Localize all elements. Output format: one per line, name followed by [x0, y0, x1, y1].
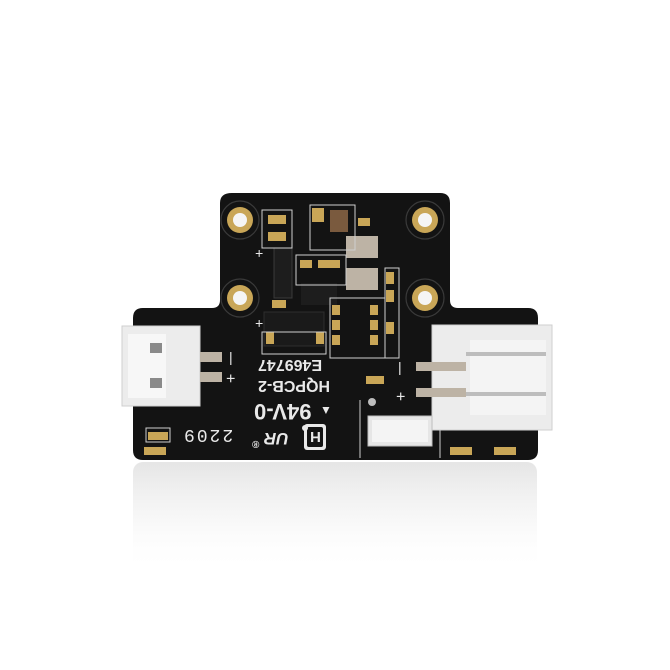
silkscreen-outlines: [145, 204, 441, 458]
left-minus: |: [229, 352, 233, 368]
cert-number: E469747: [258, 356, 323, 373]
date-code: 2209: [182, 424, 234, 444]
triangle-mark: ▲: [320, 404, 332, 418]
pcb-grade: HQPCB-2: [258, 377, 331, 394]
flame-rating: 94V-0: [254, 399, 312, 424]
logo-letter: H: [310, 428, 321, 445]
registered-mark: ®: [252, 438, 260, 449]
right-plus: +: [396, 387, 406, 404]
smd-components: [144, 208, 516, 455]
mounting-hole-top-right: [405, 200, 445, 240]
right-minus: |: [398, 362, 402, 378]
mounting-hole-mid-right: [405, 278, 445, 318]
ul-mark: UR: [264, 429, 289, 448]
switch-connector: [367, 398, 433, 447]
mounting-hole-mid-left: [220, 278, 260, 318]
mounting-hole-top-left: [220, 200, 260, 240]
top-plus-2: +: [255, 316, 264, 332]
connector-left: [121, 325, 222, 407]
hq-logo: [302, 424, 326, 450]
left-plus: +: [226, 369, 236, 386]
connector-right: [416, 324, 553, 431]
top-plus-1: +: [255, 246, 264, 262]
